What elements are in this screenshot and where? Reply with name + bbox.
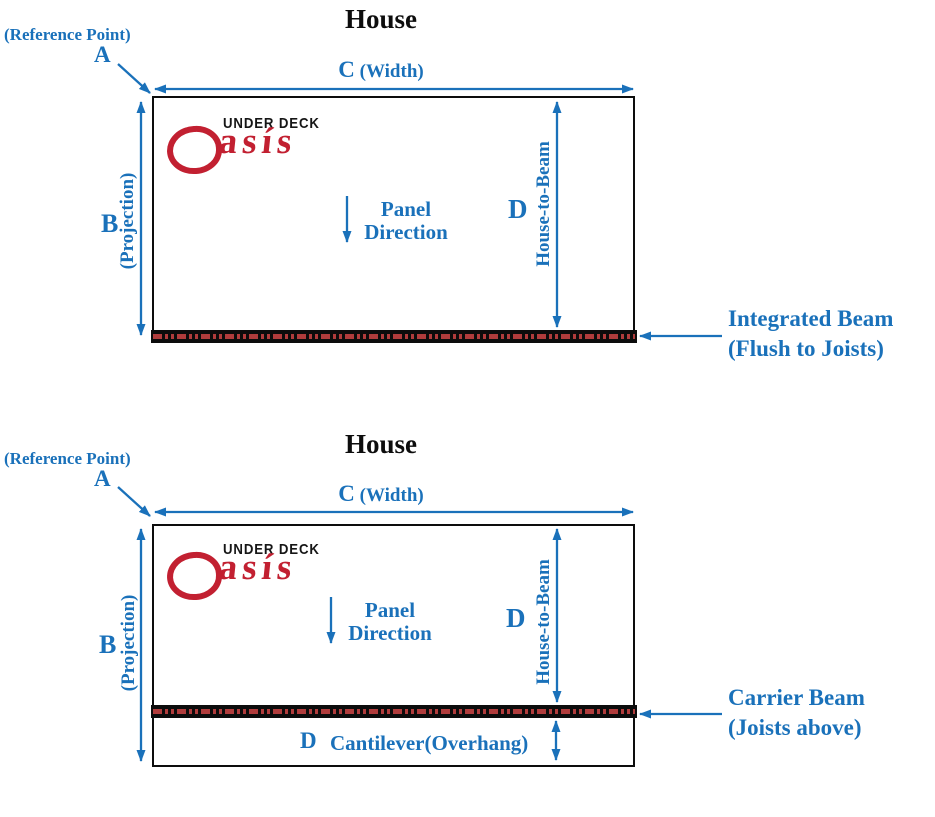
- house-to-beam-letter: D: [506, 603, 526, 633]
- carrier-beam-callout: Carrier Beam (Joists above): [728, 685, 865, 740]
- oasis-logo-wordmark: asís: [216, 547, 299, 588]
- width-letter: C: [338, 57, 355, 82]
- width-letter: C: [338, 481, 355, 506]
- reference-point-letter: A: [94, 42, 111, 67]
- oasis-logo-under-deck: UNDER DECK: [223, 541, 320, 558]
- projection-label: (Projection): [117, 172, 138, 270]
- oasis-logo: UNDER DECK asís: [165, 540, 339, 604]
- panel-direction-label: Panel Direction: [364, 197, 448, 244]
- projection-letter: B: [99, 630, 117, 659]
- panel-direction-label: Panel Direction: [348, 598, 432, 645]
- projection-letter: B: [101, 209, 119, 238]
- house-to-beam-label: House-to-Beam: [533, 141, 554, 267]
- oasis-logo-under-deck: UNDER DECK: [223, 115, 320, 132]
- oasis-logo-wordmark: asís: [216, 121, 299, 162]
- reference-point-label: (Reference Point): [4, 25, 131, 44]
- reference-point-arrow: [117, 63, 151, 94]
- cantilever-letter: D: [300, 728, 317, 753]
- width-text: (Width): [359, 61, 424, 82]
- house-to-beam-letter: D: [508, 194, 528, 224]
- oasis-logo-o-icon: [165, 124, 224, 176]
- width-text: (Width): [359, 485, 424, 506]
- house-title: House: [344, 429, 417, 459]
- projection-label: (Projection): [118, 594, 139, 692]
- cantilever-label: Cantilever(Overhang): [330, 731, 529, 755]
- reference-point-arrow: [117, 486, 151, 517]
- reference-point-label: (Reference Point): [4, 449, 131, 468]
- oasis-logo: UNDER DECK asís: [165, 114, 339, 178]
- integrated-beam-strip: [151, 330, 637, 343]
- reference-point-letter: A: [94, 466, 111, 491]
- carrier-beam-strip: [151, 705, 637, 718]
- house-title: House: [344, 4, 417, 34]
- integrated-beam-callout: Integrated Beam (Flush to Joists): [728, 306, 894, 361]
- width-dimension-label: C (Width): [301, 481, 461, 507]
- width-dimension-label: C (Width): [301, 57, 461, 83]
- house-to-beam-label: House-to-Beam: [533, 559, 554, 685]
- oasis-logo-o-icon: [165, 550, 224, 602]
